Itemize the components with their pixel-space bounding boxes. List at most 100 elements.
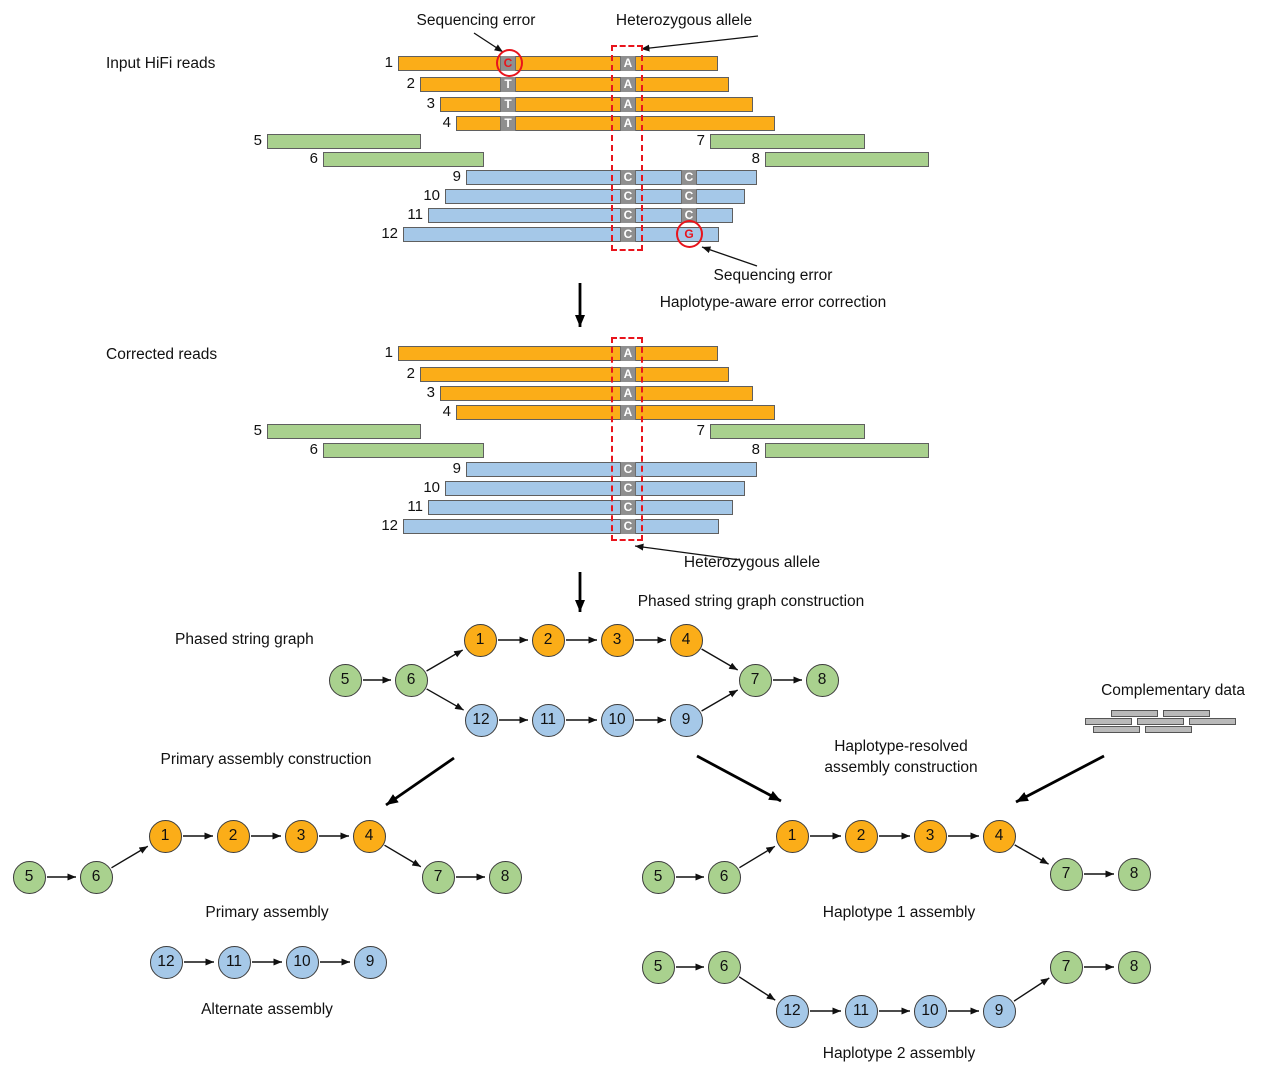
graph-node-primary-6: 6 bbox=[79, 860, 113, 894]
graph-node-phased-10: 10 bbox=[600, 703, 634, 737]
primary-assembly-caption: Primary assembly bbox=[205, 904, 329, 921]
phased-graph-title: Phased string graph bbox=[175, 631, 314, 648]
allele-marker-input-11-het: C bbox=[620, 208, 636, 223]
read-number-input-6: 6 bbox=[309, 150, 318, 167]
complementary-read-bar-6 bbox=[1093, 726, 1140, 733]
graph-node-hap1-4: 4 bbox=[982, 819, 1016, 853]
graph-node-phased-3: 3 bbox=[600, 623, 634, 657]
allele-marker-corrected-12-het: C bbox=[620, 519, 636, 534]
read-number-corrected-6: 6 bbox=[309, 441, 318, 458]
read-number-corrected-11: 11 bbox=[407, 498, 423, 515]
read-bar-input-8 bbox=[765, 152, 929, 167]
read-bar-input-5 bbox=[267, 134, 421, 149]
complementary-read-bar-1 bbox=[1111, 710, 1158, 717]
read-number-input-4: 4 bbox=[442, 114, 451, 131]
allele-marker-input-10-c2: C bbox=[681, 189, 697, 204]
graph-node-primary-4: 4 bbox=[352, 819, 386, 853]
read-bar-corrected-10: C bbox=[445, 481, 745, 496]
graph-node-hap2-11: 11 bbox=[844, 994, 878, 1028]
complementary-read-bar-2 bbox=[1163, 710, 1210, 717]
graph-node-phased-11: 11 bbox=[531, 703, 565, 737]
sequencing-error-circle-read1 bbox=[496, 49, 523, 77]
complementary-read-bar-5 bbox=[1189, 718, 1236, 725]
corrected-reads-title: Corrected reads bbox=[106, 346, 218, 363]
allele-marker-corrected-10-het: C bbox=[620, 481, 636, 496]
read-bar-corrected-6 bbox=[323, 443, 484, 458]
allele-marker-corrected-9-het: C bbox=[620, 462, 636, 477]
allele-marker-corrected-2-het: A bbox=[620, 367, 636, 382]
read-bar-input-7 bbox=[710, 134, 865, 149]
graph-node-primary-3: 3 bbox=[284, 819, 318, 853]
graph-node-phased-1: 1 bbox=[463, 623, 497, 657]
input-reads-title: Input HiFi reads bbox=[106, 55, 216, 72]
allele-marker-corrected-1-het: A bbox=[620, 346, 636, 361]
read-bar-corrected-11: C bbox=[428, 500, 733, 515]
read-number-input-5: 5 bbox=[253, 132, 262, 149]
allele-marker-input-1-het: A bbox=[620, 56, 636, 71]
graph-node-primary-8: 8 bbox=[488, 860, 522, 894]
read-bar-corrected-1: A bbox=[398, 346, 718, 361]
read-bar-input-6 bbox=[323, 152, 484, 167]
read-bar-corrected-12: C bbox=[403, 519, 719, 534]
read-bar-corrected-3: A bbox=[440, 386, 753, 401]
graph-node-alternate-9: 9 bbox=[353, 945, 387, 979]
graph-node-hap2-8: 8 bbox=[1117, 950, 1151, 984]
read-number-corrected-10: 10 bbox=[423, 479, 440, 496]
seq-error-mid-label: Sequencing error bbox=[713, 267, 833, 284]
hap2-assembly-caption: Haplotype 2 assembly bbox=[822, 1045, 976, 1062]
read-bar-corrected-5 bbox=[267, 424, 421, 439]
allele-marker-input-4-err: T bbox=[500, 116, 516, 131]
read-number-corrected-5: 5 bbox=[253, 422, 262, 439]
read-number-input-8: 8 bbox=[751, 150, 760, 167]
graph-node-primary-5: 5 bbox=[12, 860, 46, 894]
graph-node-phased-8: 8 bbox=[805, 663, 839, 697]
graph-node-phased-6: 6 bbox=[394, 663, 428, 697]
hap-step-label: Haplotype-resolved assembly construction bbox=[824, 736, 977, 778]
graph-node-hap2-5: 5 bbox=[641, 950, 675, 984]
read-number-input-1: 1 bbox=[384, 54, 393, 71]
graph-node-phased-7: 7 bbox=[738, 663, 772, 697]
alternate-assembly-caption: Alternate assembly bbox=[201, 1001, 333, 1018]
allele-marker-input-3-het: A bbox=[620, 97, 636, 112]
allele-marker-input-4-het: A bbox=[620, 116, 636, 131]
graph-node-hap1-1: 1 bbox=[775, 819, 809, 853]
het-allele-bottom-label: Heterozygous allele bbox=[683, 554, 821, 571]
het-allele-highlight-corrected bbox=[611, 337, 643, 541]
graph-node-hap2-12: 12 bbox=[775, 994, 809, 1028]
allele-marker-input-11-c2: C bbox=[681, 208, 697, 223]
hap-step-line2: assembly construction bbox=[824, 759, 978, 776]
hap1-assembly-caption: Haplotype 1 assembly bbox=[822, 904, 976, 921]
graph-node-primary-7: 7 bbox=[421, 860, 455, 894]
graph-node-phased-12: 12 bbox=[464, 703, 498, 737]
graph-node-phased-2: 2 bbox=[531, 623, 565, 657]
graph-node-hap1-7: 7 bbox=[1049, 857, 1083, 891]
complementary-data-label: Complementary data bbox=[1101, 682, 1245, 699]
read-bar-corrected-2: A bbox=[420, 367, 729, 382]
allele-marker-input-9-c2: C bbox=[681, 170, 697, 185]
graph-node-hap1-2: 2 bbox=[844, 819, 878, 853]
graph-step-label: Phased string graph construction bbox=[637, 593, 865, 610]
graph-node-hap2-7: 7 bbox=[1049, 950, 1083, 984]
read-bar-corrected-7 bbox=[710, 424, 865, 439]
graph-node-hap1-3: 3 bbox=[913, 819, 947, 853]
graph-node-hap1-5: 5 bbox=[641, 860, 675, 894]
graph-node-hap2-10: 10 bbox=[913, 994, 947, 1028]
primary-step-label: Primary assembly construction bbox=[160, 751, 372, 768]
read-number-corrected-3: 3 bbox=[426, 384, 435, 401]
read-number-corrected-9: 9 bbox=[452, 460, 461, 477]
graph-node-alternate-12: 12 bbox=[149, 945, 183, 979]
read-number-input-3: 3 bbox=[426, 95, 435, 112]
allele-marker-input-2-het: A bbox=[620, 77, 636, 92]
read-bar-corrected-4: A bbox=[456, 405, 775, 420]
graph-node-phased-9: 9 bbox=[669, 703, 703, 737]
graph-node-phased-4: 4 bbox=[669, 623, 703, 657]
sequencing-error-circle-read12 bbox=[676, 220, 703, 248]
graph-node-hap1-6: 6 bbox=[707, 860, 741, 894]
